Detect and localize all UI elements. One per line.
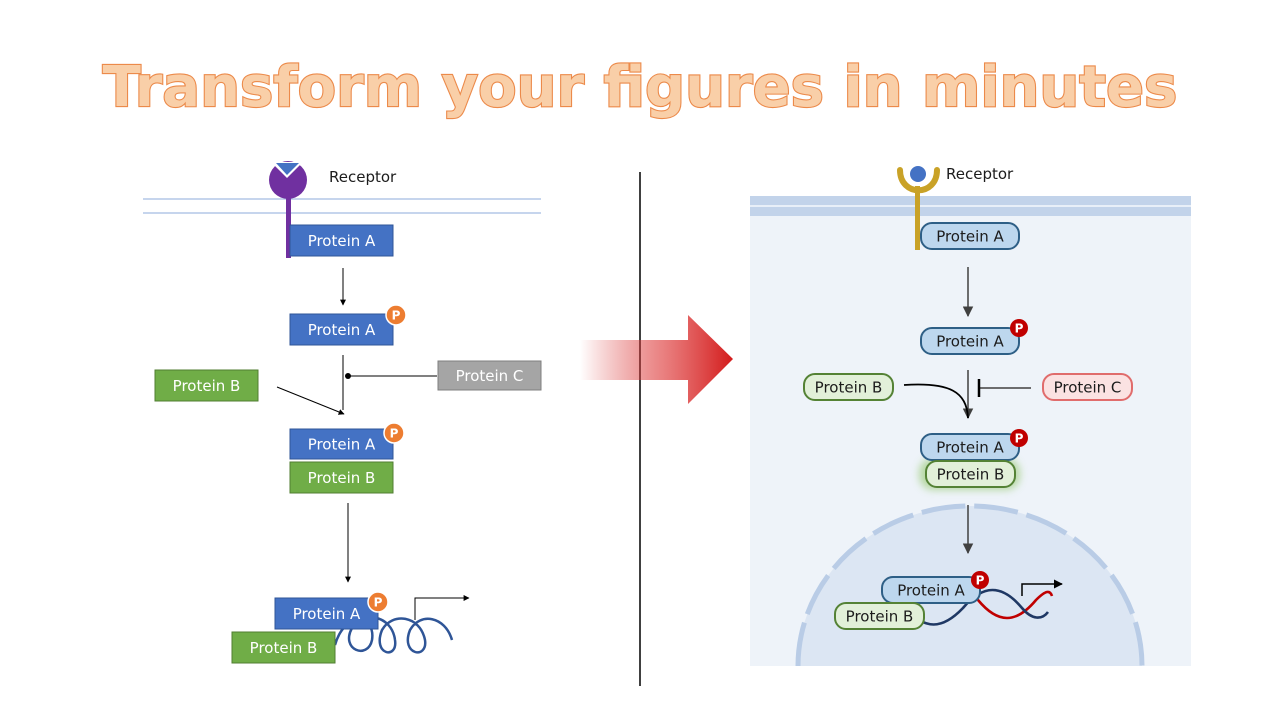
protein-b-complex-pill [925, 460, 1016, 488]
protein-a-label: Protein A [308, 232, 376, 250]
protein-a-dna-pill [881, 576, 981, 604]
protein-a-label: Protein A [936, 439, 1004, 457]
phospho-label: P [976, 574, 985, 588]
protein-b-label: Protein B [250, 639, 318, 657]
protein-a-label: Protein A [936, 333, 1004, 351]
page-title: Transform your figures in minutes [103, 55, 1178, 120]
phospho-badge [971, 571, 989, 589]
phospho-label: P [374, 596, 383, 610]
protein-c-pill [1042, 373, 1133, 401]
phospho-badge [367, 591, 389, 613]
dna-coil [333, 616, 454, 654]
protein-a-phospho-box [289, 313, 394, 346]
protein-a-dna-box [274, 597, 379, 630]
phospho-badge [1010, 429, 1028, 447]
receptor-label: Receptor [329, 168, 397, 186]
receptor-icon [897, 166, 940, 250]
after-panel: Receptor Protein A Protein A P Protein B… [750, 165, 1191, 667]
protein-b-dna-box [231, 631, 336, 664]
dna-strand-navy [904, 588, 1050, 626]
phospho-badge [383, 422, 405, 444]
protein-b-dna-pill [834, 602, 925, 630]
before-panel: Receptor Protein A Protein A P Protein C… [143, 161, 542, 664]
protein-b-label: Protein B [308, 469, 376, 487]
protein-b-pill [803, 373, 894, 401]
phospho-label: P [390, 427, 399, 441]
protein-a-label: Protein A [936, 228, 1004, 246]
junction-dot [345, 373, 351, 379]
protein-b-complex-box [289, 461, 394, 494]
transcription-arrow [1021, 579, 1063, 596]
protein-a-label: Protein A [308, 321, 376, 339]
protein-b-label: Protein B [846, 608, 914, 626]
protein-a-phospho-pill [920, 327, 1020, 355]
protein-a-label: Protein A [293, 605, 361, 623]
protein-c-label: Protein C [1054, 379, 1122, 397]
receptor-label: Receptor [946, 165, 1014, 183]
transcription-arrow [414, 595, 470, 620]
phospho-label: P [392, 309, 401, 323]
protein-b-label: Protein B [815, 379, 883, 397]
protein-a-label: Protein A [897, 582, 965, 600]
phospho-badge [385, 304, 407, 326]
protein-b-curve [903, 383, 969, 419]
protein-b-label: Protein B [937, 466, 1005, 484]
arrow-protein-b [276, 386, 345, 415]
protein-c-box [437, 360, 542, 391]
protein-b-box [154, 369, 259, 402]
protein-b-label: Protein B [173, 377, 241, 395]
protein-a-complex-box [289, 428, 394, 460]
protein-a-box [289, 224, 394, 257]
transform-arrow [580, 315, 733, 404]
phospho-label: P [1015, 432, 1024, 446]
nuclear-envelope [795, 503, 1145, 667]
receptor-icon [269, 161, 307, 258]
phospho-badge [1010, 319, 1028, 337]
protein-a-label: Protein A [308, 436, 376, 454]
phospho-label: P [1015, 322, 1024, 336]
protein-c-label: Protein C [456, 367, 524, 385]
protein-a-pill [920, 222, 1020, 250]
